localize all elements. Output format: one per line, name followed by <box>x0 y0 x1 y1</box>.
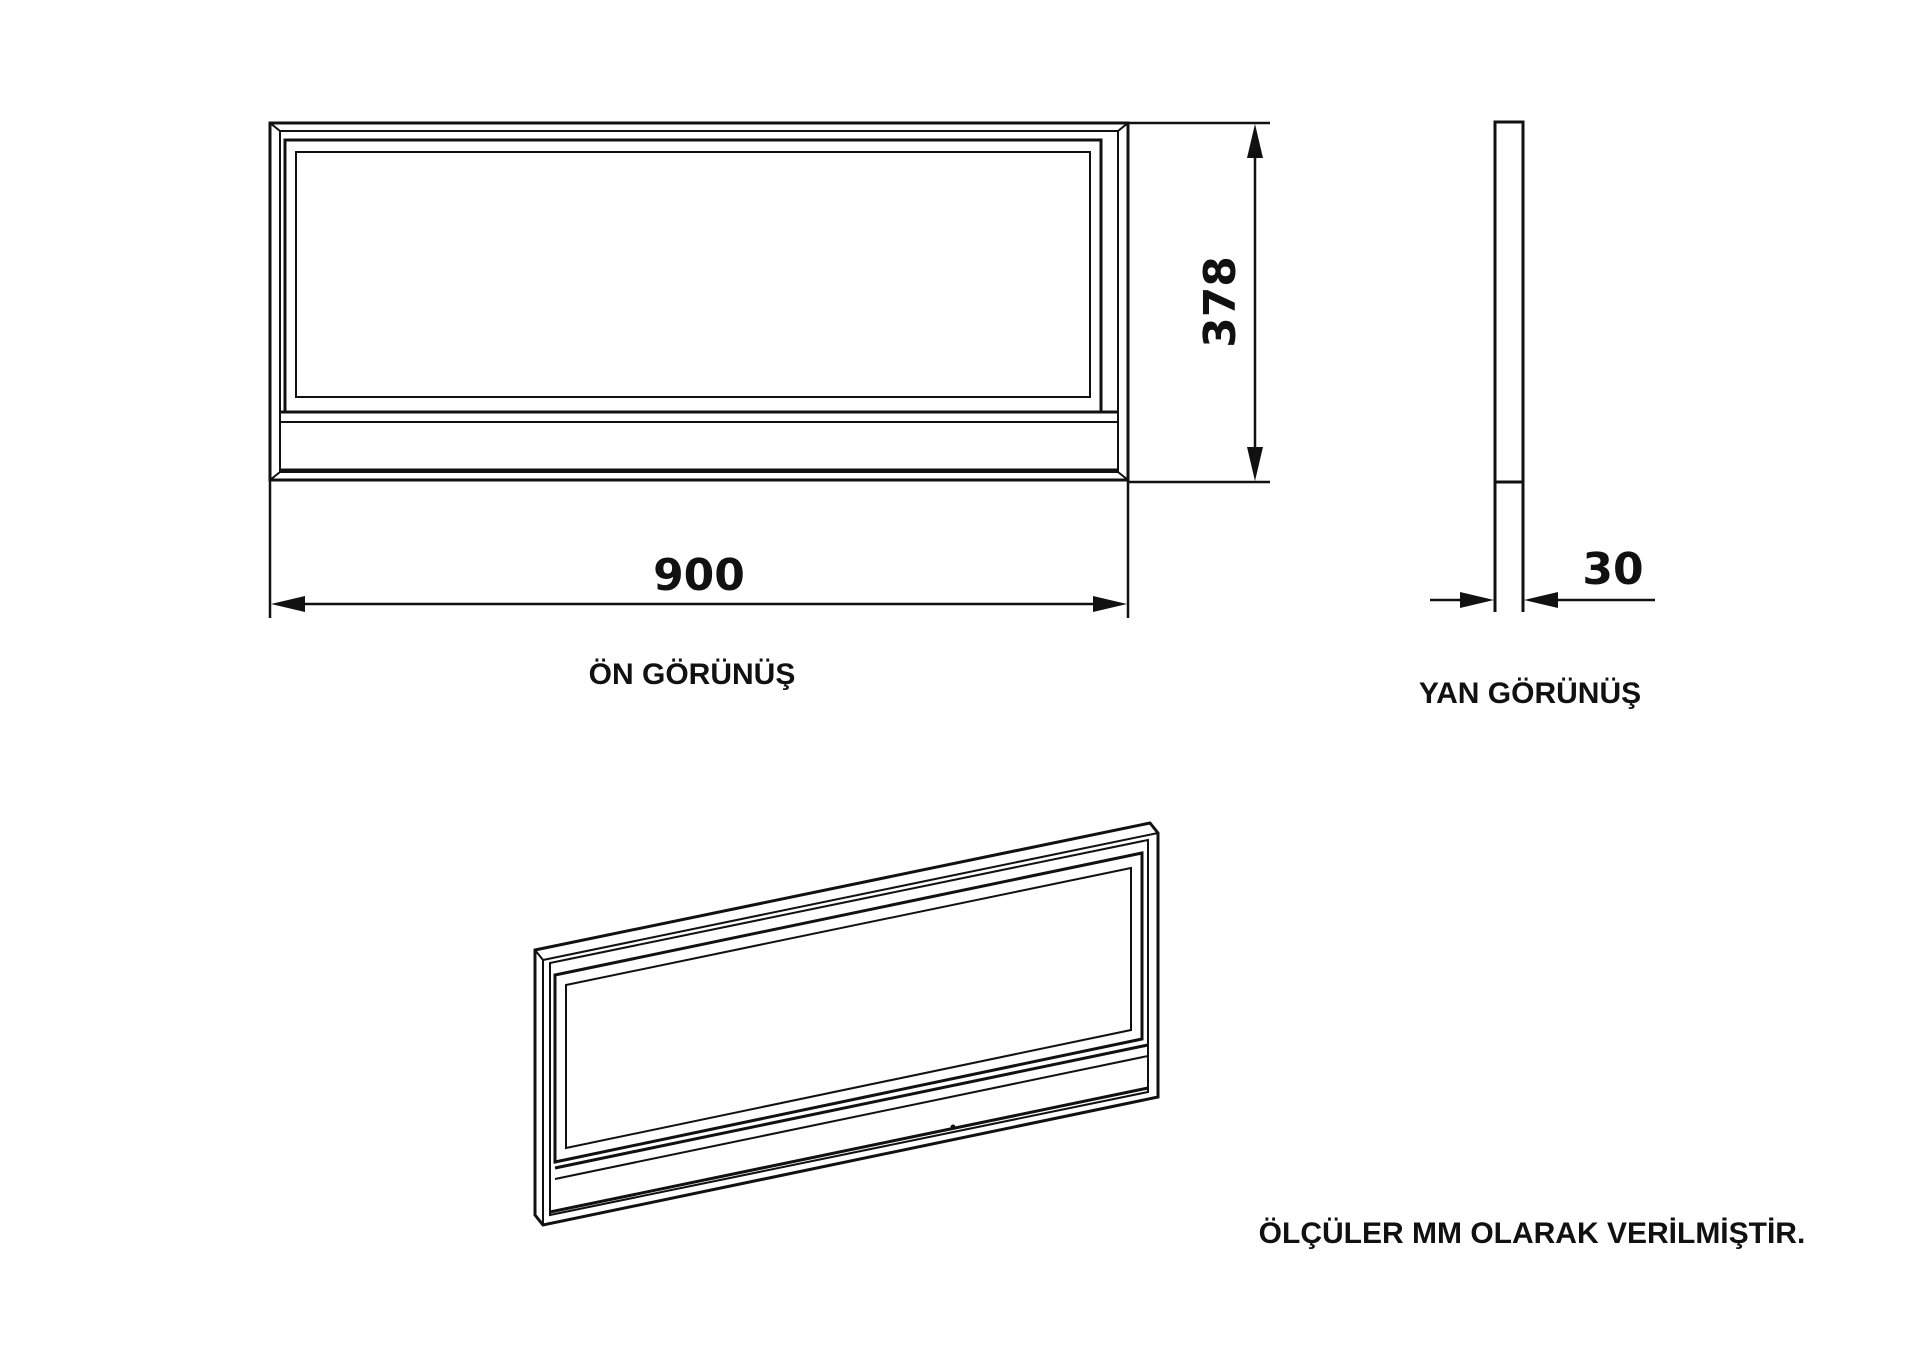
side-view: 30 <box>1430 120 1655 612</box>
perspective-frame-inner <box>549 838 1149 1217</box>
perspective-outer-frame <box>533 821 1160 1227</box>
perspective-edge-top <box>534 949 544 961</box>
front-view-panel-inner <box>295 151 1091 398</box>
front-view <box>268 121 1130 482</box>
width-dimension: 900 <box>268 480 1130 618</box>
width-arrow-left <box>271 596 305 612</box>
front-view-bevel-tl <box>269 122 281 132</box>
width-dimension-value: 900 <box>653 550 745 601</box>
height-dimension: 378 <box>1128 121 1270 484</box>
side-view-profile <box>1493 120 1525 484</box>
units-note: ÖLÇÜLER MM OLARAK VERİLMİŞTİR. <box>1259 1217 1806 1250</box>
height-arrow-bottom <box>1247 447 1263 481</box>
perspective-view <box>533 821 1160 1227</box>
front-view-bevel-bl <box>269 471 281 481</box>
front-view-panel-outer <box>283 138 1103 414</box>
front-view-label: ÖN GÖRÜNÜŞ <box>589 658 796 691</box>
depth-dimension-value: 30 <box>1582 544 1643 595</box>
perspective-rail-bottom <box>549 1086 1149 1214</box>
width-arrow-right <box>1093 596 1127 612</box>
depth-arrow-left <box>1460 592 1494 608</box>
perspective-rail-top <box>554 1043 1149 1170</box>
front-view-bevel-tr <box>1117 122 1129 132</box>
perspective-panel-outer <box>553 851 1144 1164</box>
side-view-label: YAN GÖRÜNÜŞ <box>1419 677 1641 710</box>
front-view-outer-frame <box>268 121 1130 482</box>
perspective-edge-side <box>542 832 1159 961</box>
depth-arrow-right <box>1524 592 1558 608</box>
height-arrow-top <box>1247 124 1263 158</box>
perspective-panel-inner <box>565 866 1132 1150</box>
front-view-bevel-br <box>1117 471 1129 481</box>
perspective-sensor-dot <box>950 1124 956 1130</box>
height-dimension-value: 378 <box>1195 256 1246 348</box>
front-view-frame-inner-edge <box>279 130 1119 473</box>
perspective-rail-mid <box>554 1055 1149 1180</box>
